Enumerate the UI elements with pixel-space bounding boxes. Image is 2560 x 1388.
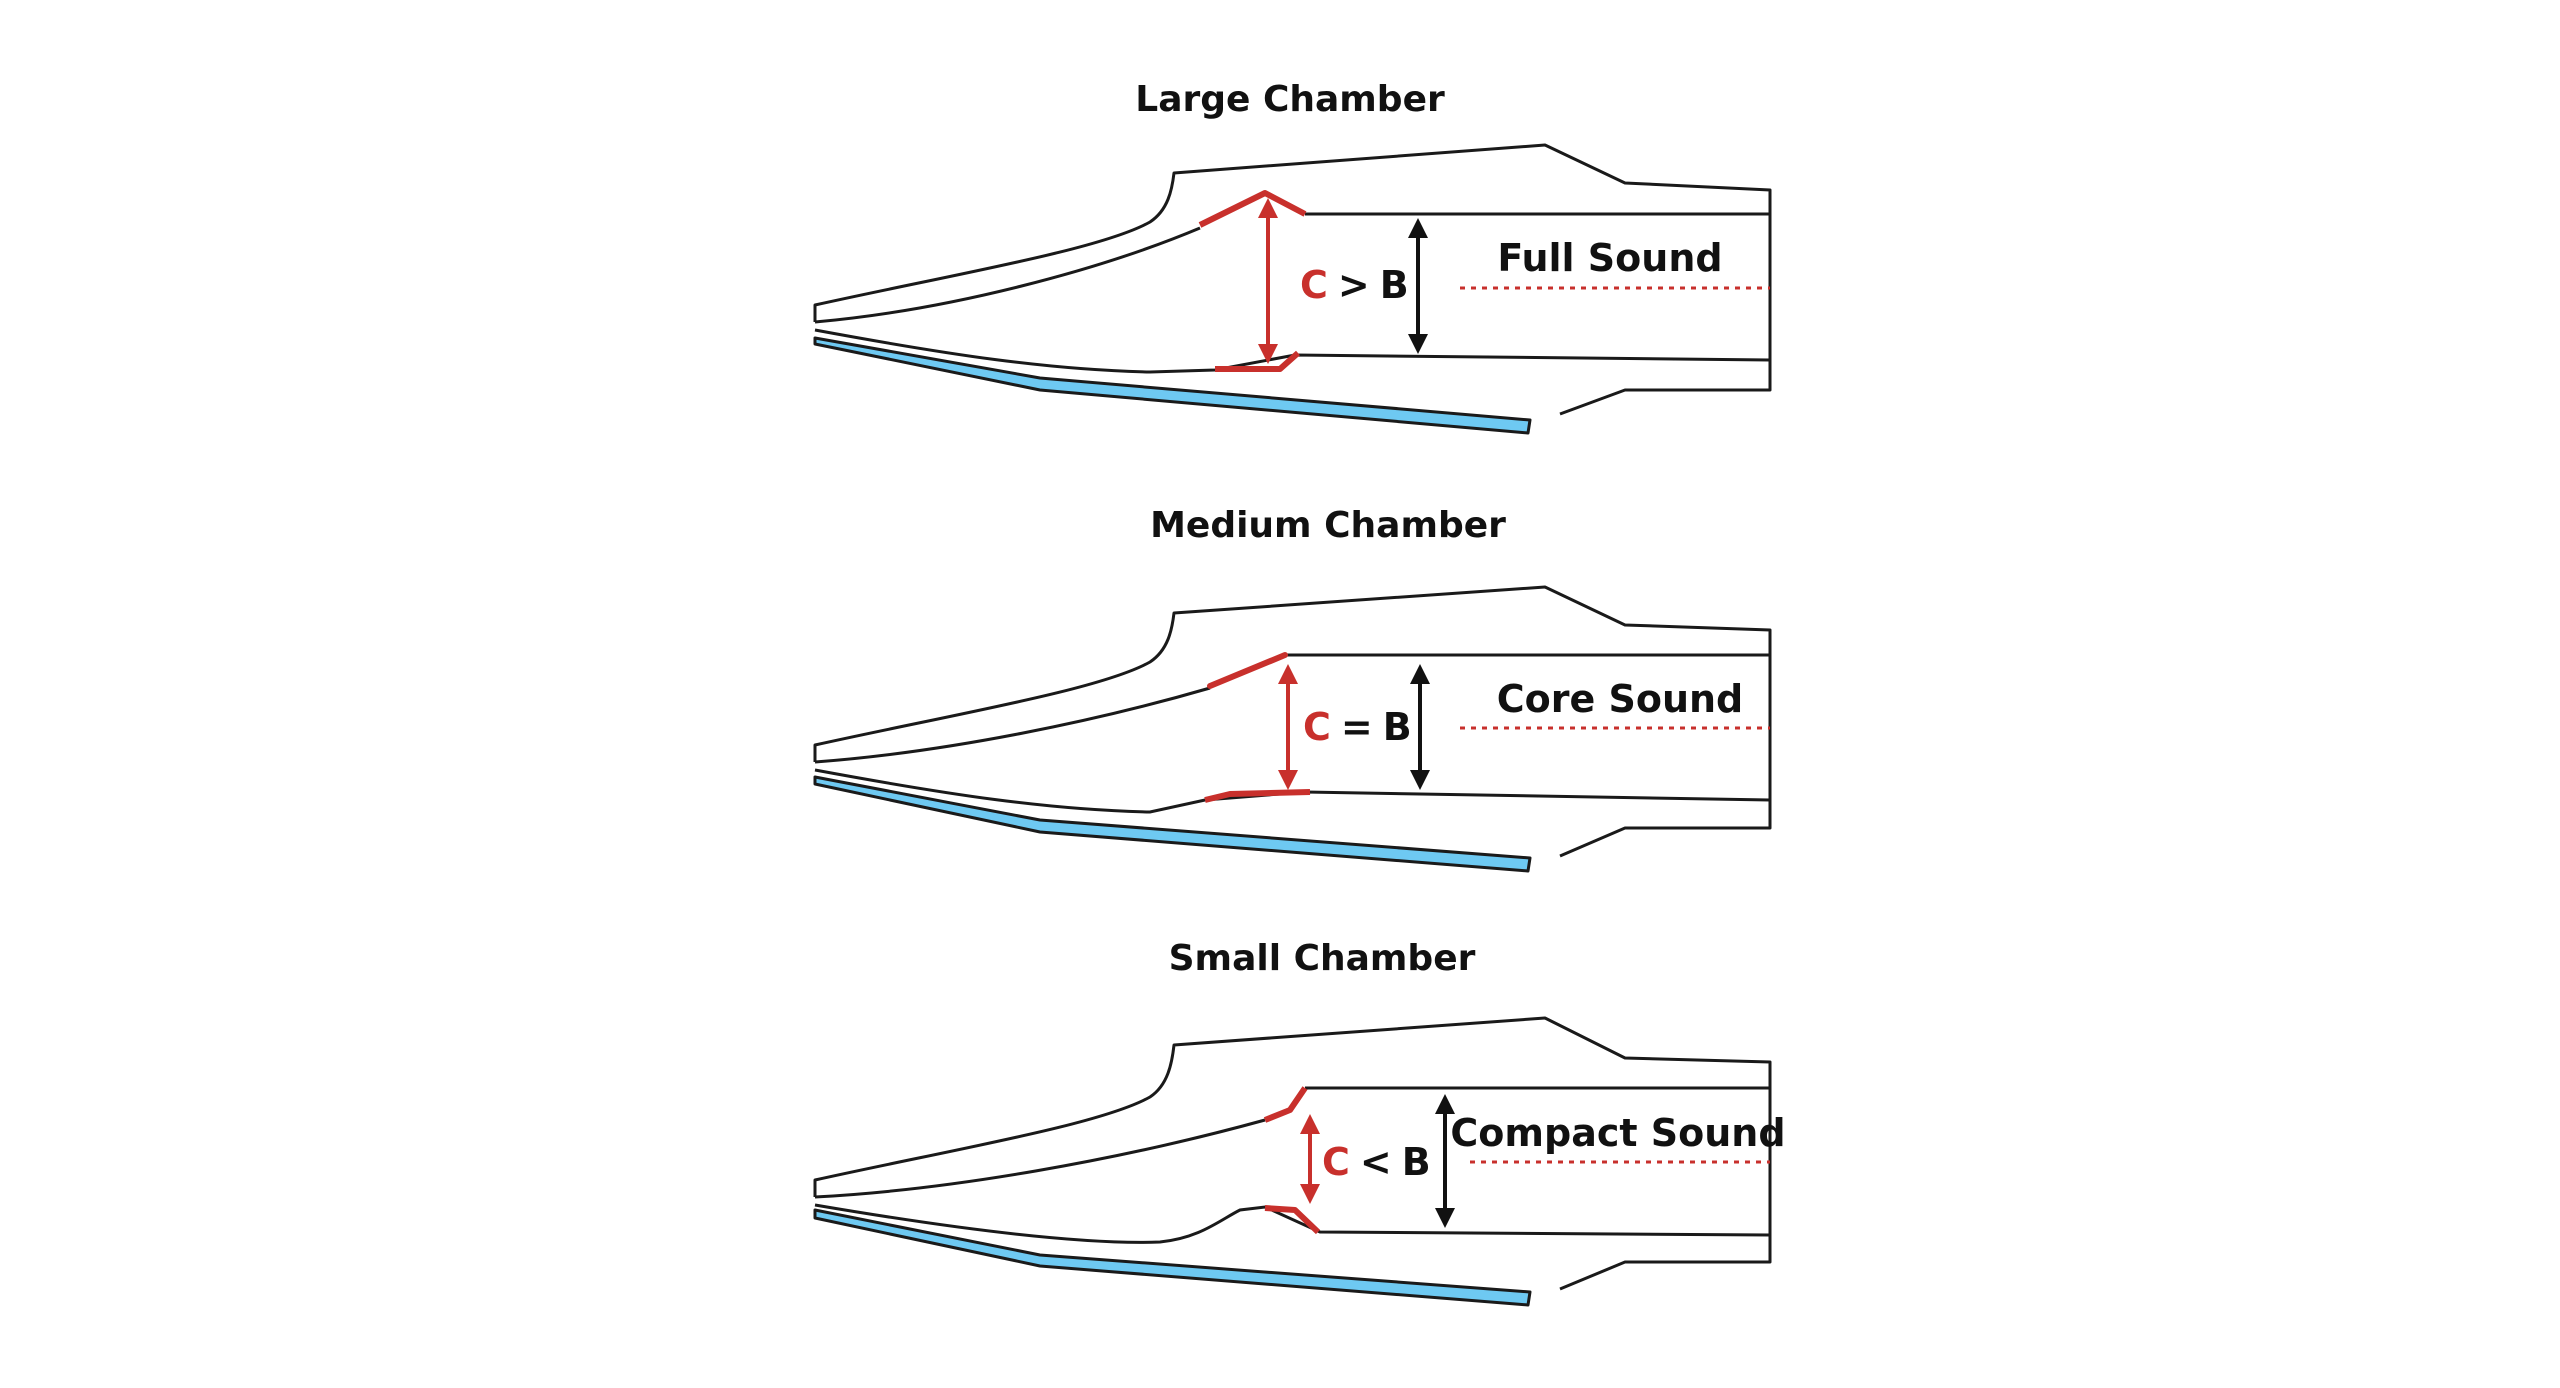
c-letter: C xyxy=(1322,1140,1350,1184)
c-letter: C xyxy=(1303,705,1331,749)
chamber-wall-top xyxy=(1207,652,1288,689)
chamber-wall-bottom xyxy=(1264,1205,1321,1235)
large-chamber-diagram: Large Chamber C>B Full Sound xyxy=(813,79,1772,435)
diagram-title: Large Chamber xyxy=(1135,79,1445,120)
relation-label: C>B xyxy=(1300,263,1409,307)
medium-chamber-diagram: Medium Chamber C=B Core Sound xyxy=(813,505,1772,873)
baffle-line xyxy=(814,686,1211,764)
b-letter: B xyxy=(1383,705,1412,749)
mouthpiece-outline xyxy=(813,1016,1772,1291)
baffle-line xyxy=(814,1118,1266,1199)
chamber-wall-bottom xyxy=(1215,350,1300,372)
reed xyxy=(813,1208,1532,1307)
mouthpiece-outline xyxy=(813,143,1772,416)
sound-label: Core Sound xyxy=(1497,677,1744,721)
c-letter: C xyxy=(1300,263,1328,307)
baffle-line xyxy=(814,226,1201,324)
chamber-wall-top xyxy=(1198,190,1307,228)
b-letter: B xyxy=(1380,263,1409,307)
mouthpiece-outline xyxy=(813,585,1772,858)
relation-label: C=B xyxy=(1303,705,1412,749)
relation-label: C<B xyxy=(1322,1140,1431,1184)
reed xyxy=(813,336,1532,435)
operator: > xyxy=(1338,263,1370,307)
small-chamber-diagram: Small Chamber C<B Compact Sound xyxy=(813,938,1786,1307)
chamber-wall-top xyxy=(1263,1086,1308,1123)
rail-line xyxy=(814,328,1771,374)
reed xyxy=(813,775,1532,873)
b-letter: B xyxy=(1402,1140,1431,1184)
chamber-wall-bottom xyxy=(1204,789,1311,803)
sound-label: Compact Sound xyxy=(1450,1111,1785,1155)
sound-label: Full Sound xyxy=(1497,236,1722,280)
operator: = xyxy=(1341,705,1373,749)
diagram-title: Medium Chamber xyxy=(1150,505,1506,546)
rail-line xyxy=(814,1203,1771,1244)
rail-line xyxy=(814,768,1771,814)
operator: < xyxy=(1360,1140,1392,1184)
diagram-title: Small Chamber xyxy=(1169,938,1476,979)
